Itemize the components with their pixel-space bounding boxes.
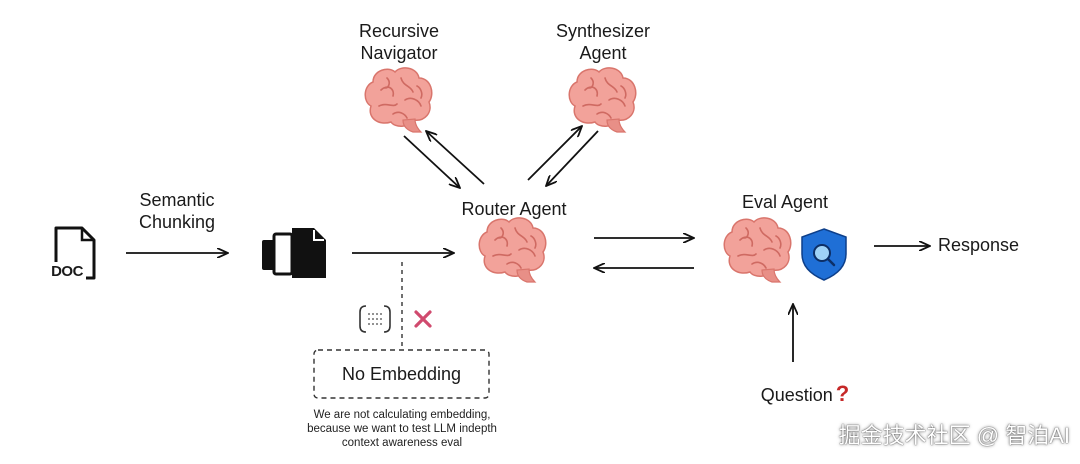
cross-icon — [414, 310, 432, 328]
doc-label: DOC — [51, 263, 83, 280]
embedding-note-line3: context awareness eval — [341, 437, 463, 449]
response-label: Response — [938, 235, 1020, 255]
recursive-navigator-brain-icon — [364, 67, 433, 133]
doc-file-icon — [46, 226, 96, 280]
router-agent-brain-icon — [478, 217, 547, 283]
synthesizer-agent-brain-icon — [568, 67, 637, 133]
question-text: Question — [760, 385, 833, 405]
synthesizer-agent-line2: Agent — [579, 43, 627, 63]
arrow-synthesizer-to-router — [546, 130, 599, 186]
no-embedding-box — [313, 349, 490, 399]
semantic-chunking-line2: Chunking — [138, 212, 216, 232]
recursive-navigator-line1: Recursive — [358, 21, 440, 41]
arrow-router-to-navigator — [426, 131, 485, 185]
embedding-note-line1: We are not calculating embedding, — [313, 409, 491, 421]
eval-agent-brain-icon — [723, 217, 792, 283]
question-label: Question? — [740, 383, 870, 406]
synthesizer-agent-label: Synthesizer Agent — [538, 20, 668, 64]
arrow-router-to-synthesizer — [527, 126, 582, 181]
red-question-mark-icon: ? — [835, 381, 850, 406]
embedding-note-line2: because we want to test LLM indepth — [307, 423, 497, 435]
semantic-chunking-label: Semantic Chunking — [112, 189, 242, 233]
semantic-chunking-line1: Semantic — [139, 190, 215, 210]
recursive-navigator-label: Recursive Navigator — [334, 20, 464, 64]
synthesizer-agent-line1: Synthesizer — [555, 21, 651, 41]
embedding-vector-icon — [359, 305, 391, 333]
embedding-note: We are not calculating embedding, becaus… — [276, 408, 528, 450]
shield-search-icon — [801, 228, 847, 281]
router-agent-label: Router Agent — [461, 199, 567, 219]
arrow-navigator-to-router — [403, 135, 460, 188]
document-chunks-icon — [262, 228, 326, 278]
no-embedding-label: No Embedding — [341, 364, 462, 384]
eval-agent-label: Eval Agent — [741, 192, 829, 212]
watermark: 掘金技术社区 @ 智泊AI — [838, 423, 1070, 448]
recursive-navigator-line2: Navigator — [360, 43, 438, 63]
